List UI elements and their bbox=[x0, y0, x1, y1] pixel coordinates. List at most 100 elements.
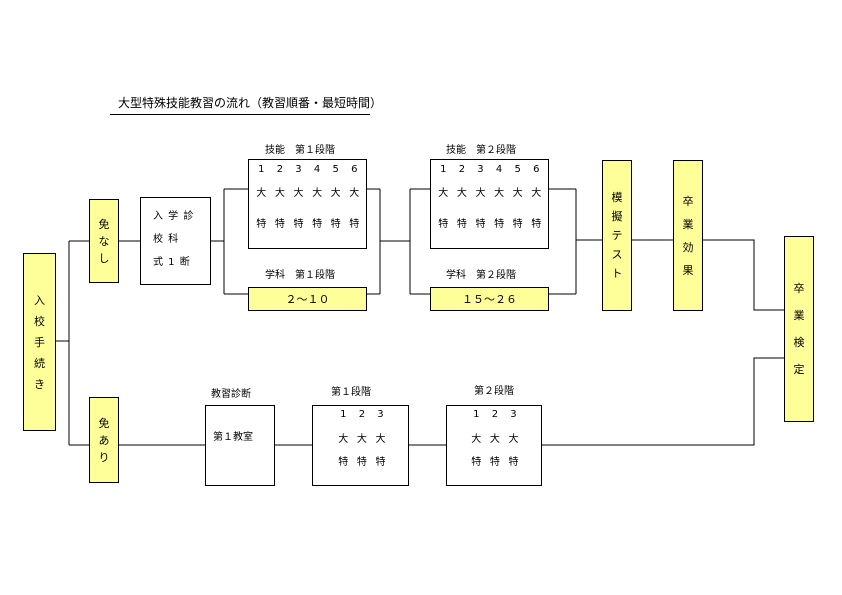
graduation-exam-char: 業 bbox=[793, 309, 805, 322]
diagram-title: 大型特殊技能教習の流れ（教習順番・最短時間） bbox=[118, 96, 383, 110]
cell: 大 bbox=[531, 188, 542, 199]
special-row: 特特特 bbox=[467, 457, 523, 469]
lower-diagnosis-box: 第１教室 bbox=[205, 405, 275, 486]
enrollment-box: 入 校 手 続 き bbox=[23, 253, 56, 431]
cell: 大 bbox=[471, 434, 482, 445]
badge-char: し bbox=[98, 251, 110, 265]
enrollment-char: き bbox=[34, 377, 45, 391]
cell: 特 bbox=[256, 219, 267, 230]
enrollment-diagnosis-box: 入 学 診 校 科 式 1 断 bbox=[140, 197, 211, 285]
large-row: 大大大大大大 bbox=[434, 188, 546, 200]
special-row: 特特特特特特 bbox=[252, 219, 364, 231]
theory-stage1-box: ２～１０ bbox=[248, 287, 367, 311]
skill-stage2-label: 技能 第２段階 bbox=[446, 145, 516, 156]
cell: 特 bbox=[508, 457, 519, 468]
mock-test-char: ス bbox=[611, 248, 623, 261]
diagnosis-row: 校 科 bbox=[153, 234, 180, 245]
connector-upper-2 bbox=[211, 188, 248, 295]
connector-upper-4 bbox=[409, 188, 430, 295]
theory-stage2-range: １５～２６ bbox=[462, 293, 517, 306]
enrollment-char: 校 bbox=[34, 314, 45, 328]
cell: 6 bbox=[533, 164, 540, 175]
cell: 特 bbox=[512, 219, 523, 230]
cell: 大 bbox=[338, 434, 349, 445]
cell: 大 bbox=[475, 188, 486, 199]
badge-no-license: 免 な し bbox=[89, 199, 119, 283]
cell: 特 bbox=[531, 219, 542, 230]
cell: 大 bbox=[274, 188, 285, 199]
theory-stage1-label: 学科 第１段階 bbox=[265, 270, 335, 281]
cell: 3 bbox=[377, 409, 384, 420]
cell: 特 bbox=[489, 457, 500, 468]
cell: 特 bbox=[471, 457, 482, 468]
graduation-exam-char: 定 bbox=[793, 363, 805, 376]
large-row: 大大大 bbox=[334, 434, 390, 446]
connector-upper-3 bbox=[367, 188, 410, 295]
cell: 大 bbox=[438, 188, 449, 199]
cell: 特 bbox=[494, 219, 505, 230]
cell: 1 bbox=[440, 164, 447, 175]
mock-test-char: 模 bbox=[611, 191, 623, 204]
cell: 3 bbox=[295, 164, 302, 175]
cell: 4 bbox=[495, 164, 503, 175]
cell: 特 bbox=[456, 219, 467, 230]
cell: 1 bbox=[473, 409, 480, 420]
mock-test-char: 擬 bbox=[611, 210, 623, 223]
cell: 大 bbox=[330, 188, 341, 199]
cell: 特 bbox=[330, 219, 341, 230]
cell: 大 bbox=[508, 434, 519, 445]
cell: 5 bbox=[332, 164, 339, 175]
cell: 大 bbox=[494, 188, 505, 199]
cell: 大 bbox=[356, 434, 367, 445]
cell: 大 bbox=[312, 188, 323, 199]
title-underline bbox=[110, 114, 370, 115]
special-row: 特特特 bbox=[334, 457, 390, 469]
special-row: 特特特特特特 bbox=[434, 219, 546, 231]
cell: 特 bbox=[356, 457, 367, 468]
connector-upper-5 bbox=[549, 188, 602, 295]
graduation-exam-char: 卒 bbox=[793, 282, 805, 295]
diagnosis-row: 式 1 断 bbox=[153, 257, 191, 268]
cell: 特 bbox=[438, 219, 449, 230]
grad-effect-char: 業 bbox=[682, 217, 694, 231]
theory-stage1-range: ２～１０ bbox=[285, 293, 330, 306]
cell: 2 bbox=[276, 164, 284, 175]
cell: 3 bbox=[477, 164, 484, 175]
lower-diagnosis-text: 第１教室 bbox=[213, 432, 253, 443]
enrollment-char: 続 bbox=[34, 356, 45, 370]
cell: 特 bbox=[375, 457, 386, 468]
badge-char: 免 bbox=[98, 217, 110, 231]
cell: 大 bbox=[375, 434, 386, 445]
graduation-exam-box: 卒 業 検 定 bbox=[784, 236, 814, 422]
cell: 大 bbox=[256, 188, 267, 199]
cell: 特 bbox=[274, 219, 285, 230]
graduation-exam-char: 検 bbox=[793, 336, 805, 349]
skill-stage1-label: 技能 第１段階 bbox=[265, 145, 335, 156]
cell: 2 bbox=[458, 164, 466, 175]
cell: 大 bbox=[489, 434, 500, 445]
lower-stage2-label: 第２段階 bbox=[474, 386, 514, 397]
grad-effect-char: 卒 bbox=[682, 194, 694, 208]
cell: 特 bbox=[475, 219, 486, 230]
grad-effect-char: 効 bbox=[682, 240, 694, 254]
connector-upper-7 bbox=[703, 239, 784, 311]
enrollment-char: 手 bbox=[34, 335, 45, 349]
badge-char: な bbox=[98, 234, 110, 248]
large-row: 大大大 bbox=[467, 434, 523, 446]
cell: 特 bbox=[349, 219, 360, 230]
connector-lower-4 bbox=[542, 357, 784, 446]
cell: 大 bbox=[512, 188, 523, 199]
cell: 5 bbox=[514, 164, 521, 175]
